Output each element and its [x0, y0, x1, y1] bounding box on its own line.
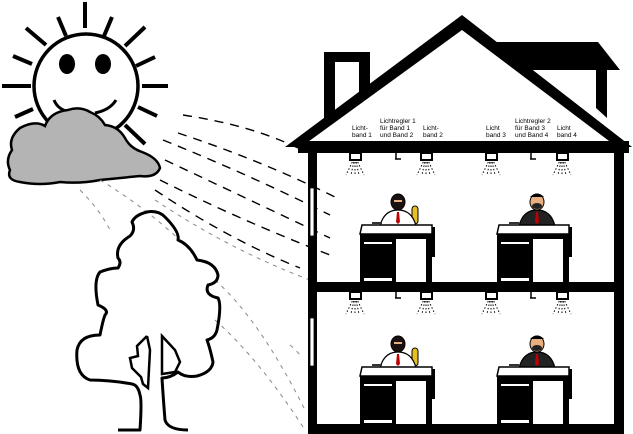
ceiling-lamp-icon — [416, 152, 436, 176]
worker-at-desk-icon — [379, 335, 419, 369]
label-band1: Licht- band 1 — [352, 125, 372, 139]
desk-workstation — [496, 335, 572, 424]
desk-drawer — [360, 239, 396, 282]
worker-on-phone-icon — [518, 335, 556, 369]
ceiling-lamp-icon — [552, 152, 572, 176]
tree-icon — [75, 210, 222, 432]
label-band3: Licht band 3 — [486, 125, 506, 139]
window-lower — [309, 317, 315, 367]
window-upper — [309, 187, 315, 237]
roof — [285, 15, 632, 147]
label-controller1: Lichtregler 1 für Band 1 und Band 2 — [380, 118, 418, 139]
light-sensor-icon — [395, 292, 401, 299]
ceiling-lamp-icon — [481, 152, 501, 176]
desk-workstation — [359, 335, 435, 424]
labels: Licht- band 1 Lichtregler 1 für Band 1 u… — [352, 118, 577, 139]
worker-on-phone-icon — [518, 193, 556, 227]
desk-drawer — [360, 381, 396, 424]
desk-top — [496, 224, 570, 235]
ceiling-lamp-icon — [416, 291, 436, 315]
ceiling-lamp-icon — [552, 291, 572, 315]
label-band2: Licht- band 2 — [423, 125, 443, 139]
desks — [359, 193, 572, 424]
ceiling-lamp-icon — [345, 291, 365, 315]
tree-trunk-hole-right — [160, 332, 182, 376]
desk-drawer — [497, 381, 533, 424]
desk-drawer — [497, 239, 533, 282]
light-sensor-icon — [395, 153, 401, 160]
light-sensor-icon — [530, 292, 536, 299]
desk-workstation — [359, 193, 435, 282]
house — [285, 15, 632, 434]
ceiling-lamp-icon — [345, 152, 365, 176]
label-controller2: Lichtregler 2 für Band 3 und Band 4 — [515, 118, 553, 139]
ceiling-lamp-icon — [481, 291, 501, 315]
worker-at-desk-icon — [379, 193, 419, 227]
label-band4: Licht band 4 — [557, 125, 577, 139]
tree-trunk-hole-left — [128, 335, 152, 391]
ceiling-lamps — [345, 152, 572, 315]
desk-top — [359, 224, 433, 235]
desk-top — [496, 366, 570, 377]
desk-top — [359, 366, 433, 377]
desk-workstation — [496, 193, 572, 282]
cloud-icon — [6, 107, 162, 186]
light-sensor-icon — [530, 153, 536, 160]
dormer — [493, 42, 620, 118]
